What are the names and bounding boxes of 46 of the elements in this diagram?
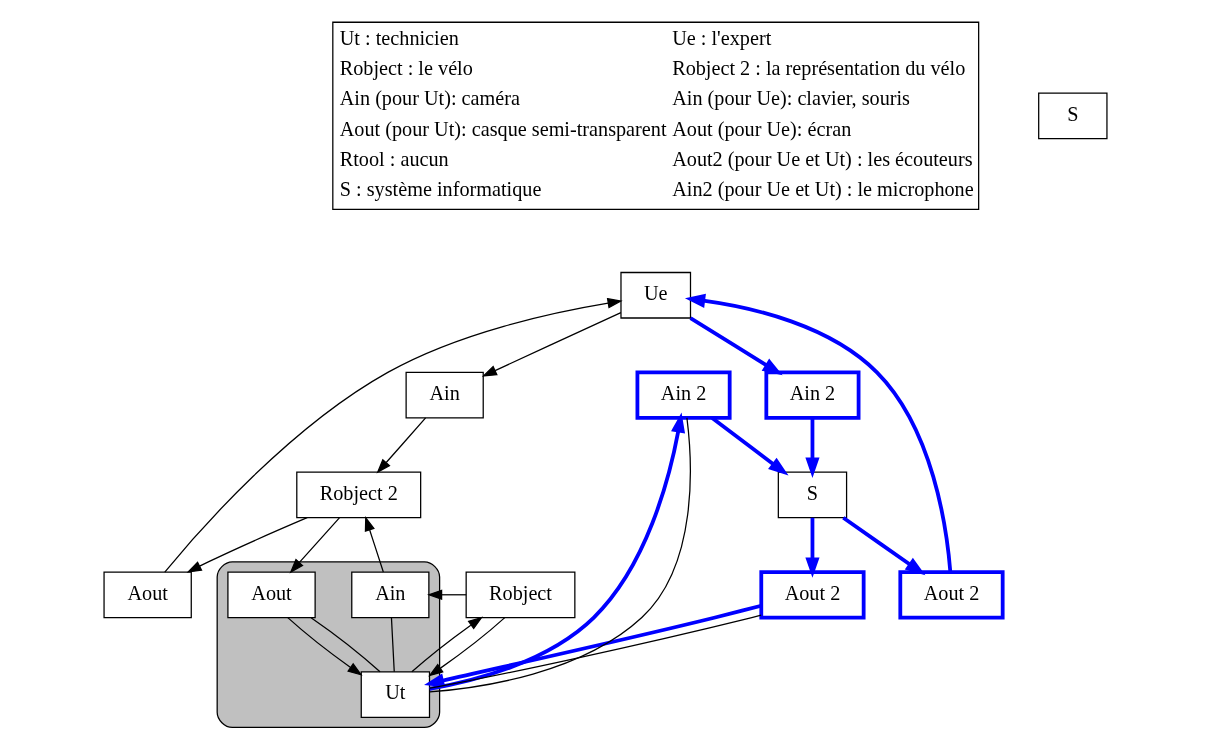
arrow (423, 603, 762, 688)
arrow (289, 517, 340, 574)
arrow (186, 517, 308, 573)
label: S : système informatique (339, 178, 541, 201)
label: Ain (pour Ue): clavier, souris (671, 87, 910, 110)
arrow (710, 416, 788, 476)
label: Robject : le vélo (339, 57, 473, 80)
node-box: Aout (102, 571, 192, 619)
label: Ue : l'expert (671, 26, 771, 49)
node-box: Ain (405, 371, 484, 419)
arrow (804, 417, 820, 478)
node-box: Aout 2 (897, 570, 1005, 620)
node-box: Ain 2 (763, 370, 860, 420)
node-box: Robject 2 (295, 471, 421, 519)
node-box: Ue (619, 271, 691, 319)
node-box: S (777, 471, 847, 519)
label: Aout2 (pour Ue et Ut) : les écouteurs (671, 148, 973, 171)
label: Ain2 (pour Ue et Ut) : le microphone (671, 178, 974, 201)
connector (390, 617, 395, 673)
arrow (410, 616, 483, 673)
arrow (286, 617, 363, 676)
arrow (689, 316, 783, 376)
connector (428, 614, 762, 689)
arrow (841, 516, 925, 576)
node-box: Aout (226, 571, 316, 619)
arrow (804, 517, 820, 578)
arrow (481, 311, 621, 377)
label: Aout (pour Ut): casque semi-transparent (339, 117, 667, 140)
label: Rtool : aucun (339, 148, 449, 171)
node-box: Ain 2 (635, 370, 732, 420)
node-box: S (1037, 92, 1108, 140)
label: Aout (pour Ue): écran (671, 117, 851, 140)
label: Ut : technicien (339, 26, 459, 49)
node-box: Ain (350, 571, 429, 619)
arrow (364, 516, 384, 573)
node-box: Ut (360, 671, 430, 718)
node-box: Robject (465, 571, 575, 619)
arrow (163, 297, 623, 573)
connector (309, 617, 381, 673)
label: Robject 2 : la représentation du vélo (671, 57, 965, 80)
node-box: Aout 2 (758, 570, 866, 620)
label: Ain (pour Ut): caméra (339, 87, 520, 110)
arrow (684, 293, 952, 572)
arrow (427, 617, 505, 677)
arrow (376, 417, 426, 474)
arrow (426, 589, 467, 601)
